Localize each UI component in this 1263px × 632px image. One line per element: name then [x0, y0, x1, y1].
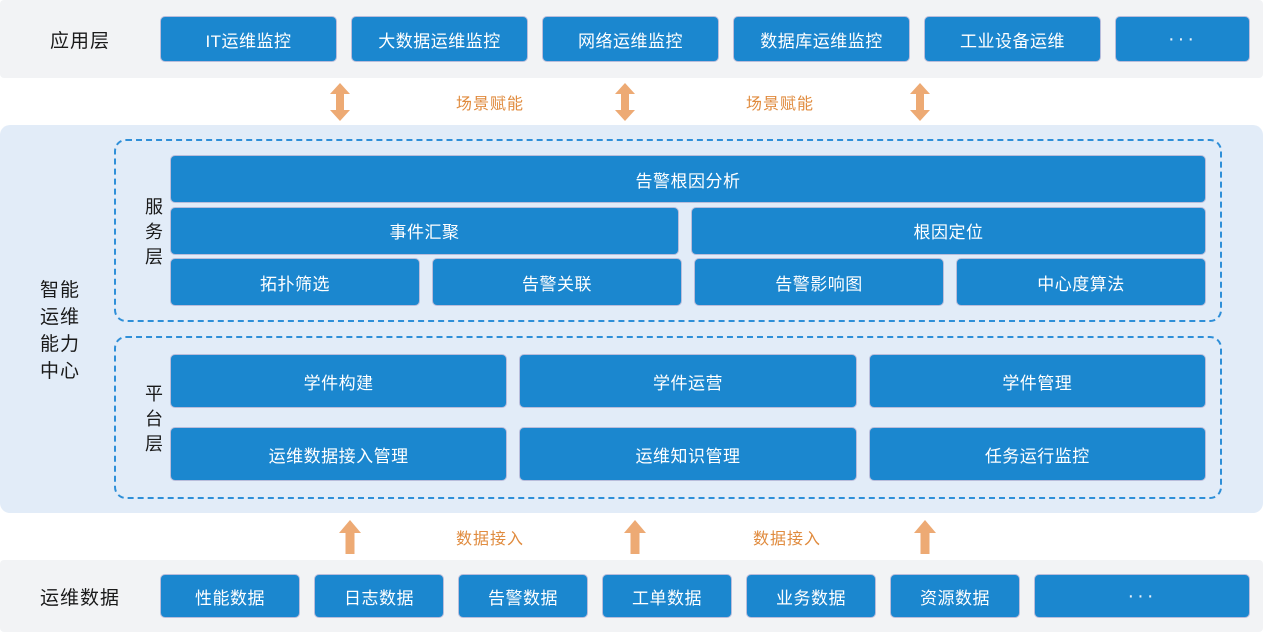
- service-box-event-aggregation[interactable]: 事件汇聚: [170, 206, 679, 255]
- up-arrow-1: [328, 513, 372, 560]
- platform-box-ops-data-access-management[interactable]: 运维数据接入管理: [170, 427, 508, 481]
- application-layer-label: 应用层: [49, 30, 110, 52]
- up-arrow-2: [613, 513, 657, 560]
- data-item-more[interactable]: ···: [1034, 574, 1250, 618]
- service-box-alarm-impact-graph[interactable]: 告警影响图: [694, 258, 944, 306]
- data-item-alarm-data[interactable]: 告警数据: [458, 574, 588, 618]
- app-item-it-ops-monitoring[interactable]: IT运维监控: [160, 16, 337, 62]
- intelligent-ops-capability-center-panel: 智能 运维 能力 中心 服 务 层 告警根因分析 事件汇聚 根因定位 拓扑筛选 …: [0, 125, 1263, 513]
- capability-center-title: 智能 运维 能力 中心: [14, 277, 106, 385]
- ops-data-layer-band: 运维数据 性能数据 日志数据 告警数据 工单数据 业务数据 资源数据 ···: [0, 560, 1263, 632]
- platform-layer-label: 平 台 层: [134, 382, 174, 457]
- platform-layer-rows: 学件构建 学件运营 学件管理 运维数据接入管理 运维知识管理 任务运行监控: [170, 354, 1206, 481]
- app-item-bigdata-ops-monitoring[interactable]: 大数据运维监控: [351, 16, 528, 62]
- scene-enablement-text-1: 场景赋能: [455, 95, 524, 113]
- double-arrow-2: [603, 78, 647, 125]
- double-arrow-1: [318, 78, 362, 125]
- double-headed-vertical-arrow-icon: [910, 82, 930, 121]
- data-access-label-2: 数据接入: [727, 513, 847, 560]
- application-layer-band: 应用层 IT运维监控 大数据运维监控 网络运维监控 数据库运维监控 工业设备运维…: [0, 0, 1263, 78]
- up-arrow-icon: [914, 519, 936, 554]
- app-item-industrial-equipment-ops[interactable]: 工业设备运维: [924, 16, 1101, 62]
- service-layer-row-1: 告警根因分析: [170, 155, 1206, 203]
- platform-box-learnware-operation[interactable]: 学件运营: [519, 354, 857, 408]
- data-item-ticket-data[interactable]: 工单数据: [602, 574, 732, 618]
- data-item-resource-data[interactable]: 资源数据: [890, 574, 1020, 618]
- platform-layer-label-char-1: 平: [145, 384, 163, 404]
- app-item-database-ops-monitoring[interactable]: 数据库运维监控: [733, 16, 910, 62]
- up-arrow-3: [903, 513, 947, 560]
- data-access-text-2: 数据接入: [752, 530, 821, 548]
- service-layer-row-2: 事件汇聚 根因定位: [170, 206, 1206, 255]
- scene-enablement-text-2: 场景赋能: [745, 95, 814, 113]
- capability-center-title-line-4: 中心: [39, 361, 80, 382]
- capability-center-title-line-3: 能力: [39, 334, 80, 355]
- data-item-log-data[interactable]: 日志数据: [314, 574, 444, 618]
- platform-box-learnware-management[interactable]: 学件管理: [868, 354, 1206, 408]
- ops-data-layer-label: 运维数据: [39, 587, 120, 609]
- platform-layer-row-2: 运维数据接入管理 运维知识管理 任务运行监控: [170, 427, 1206, 481]
- service-layer-row-3: 拓扑筛选 告警关联 告警影响图 中心度算法: [170, 258, 1206, 306]
- ops-data-layer-items: 性能数据 日志数据 告警数据 工单数据 业务数据 资源数据 ···: [160, 574, 1263, 618]
- scene-enablement-label-2: 场景赋能: [720, 78, 840, 125]
- double-headed-vertical-arrow-icon: [330, 82, 350, 121]
- data-item-business-data[interactable]: 业务数据: [746, 574, 876, 618]
- data-access-connector-row: 数据接入 数据接入: [0, 513, 1263, 560]
- platform-box-task-run-monitoring[interactable]: 任务运行监控: [868, 427, 1206, 481]
- service-box-alarm-correlation[interactable]: 告警关联: [432, 258, 682, 306]
- platform-box-learnware-construction[interactable]: 学件构建: [170, 354, 508, 408]
- service-layer-rows: 告警根因分析 事件汇聚 根因定位 拓扑筛选 告警关联 告警影响图 中心度算法: [170, 155, 1206, 306]
- up-arrow-icon: [624, 519, 646, 554]
- platform-box-ops-knowledge-management[interactable]: 运维知识管理: [519, 427, 857, 481]
- service-layer-label-char-1: 服: [145, 197, 163, 217]
- platform-layer-label-char-3: 层: [145, 434, 163, 454]
- data-access-text-1: 数据接入: [455, 530, 524, 548]
- app-item-network-ops-monitoring[interactable]: 网络运维监控: [542, 16, 719, 62]
- service-layer-label: 服 务 层: [134, 195, 174, 270]
- service-layer-label-char-3: 层: [145, 247, 163, 267]
- up-arrow-icon: [339, 519, 361, 554]
- capability-center-title-line-2: 运维: [39, 307, 80, 328]
- service-layer-label-char-2: 务: [145, 222, 163, 242]
- platform-layer-row-1: 学件构建 学件运营 学件管理: [170, 354, 1206, 408]
- service-box-centrality-algorithm[interactable]: 中心度算法: [956, 258, 1206, 306]
- service-box-alarm-root-cause-analysis[interactable]: 告警根因分析: [170, 155, 1206, 203]
- app-item-more[interactable]: ···: [1115, 16, 1250, 62]
- double-arrow-3: [898, 78, 942, 125]
- service-box-root-cause-location[interactable]: 根因定位: [691, 206, 1206, 255]
- data-item-performance-data[interactable]: 性能数据: [160, 574, 300, 618]
- double-headed-vertical-arrow-icon: [615, 82, 635, 121]
- service-box-topology-filtering[interactable]: 拓扑筛选: [170, 258, 420, 306]
- scene-enablement-connector-row: 场景赋能 场景赋能: [0, 78, 1263, 125]
- application-layer-items: IT运维监控 大数据运维监控 网络运维监控 数据库运维监控 工业设备运维 ···: [160, 16, 1263, 62]
- platform-layer-label-char-2: 台: [145, 409, 163, 429]
- scene-enablement-label-1: 场景赋能: [430, 78, 550, 125]
- capability-center-title-line-1: 智能: [39, 280, 80, 301]
- service-layer-group: 服 务 层 告警根因分析 事件汇聚 根因定位 拓扑筛选 告警关联 告警影响图 中…: [114, 139, 1222, 322]
- data-access-label-1: 数据接入: [430, 513, 550, 560]
- platform-layer-group: 平 台 层 学件构建 学件运营 学件管理 运维数据接入管理 运维知识管理 任务运…: [114, 336, 1222, 499]
